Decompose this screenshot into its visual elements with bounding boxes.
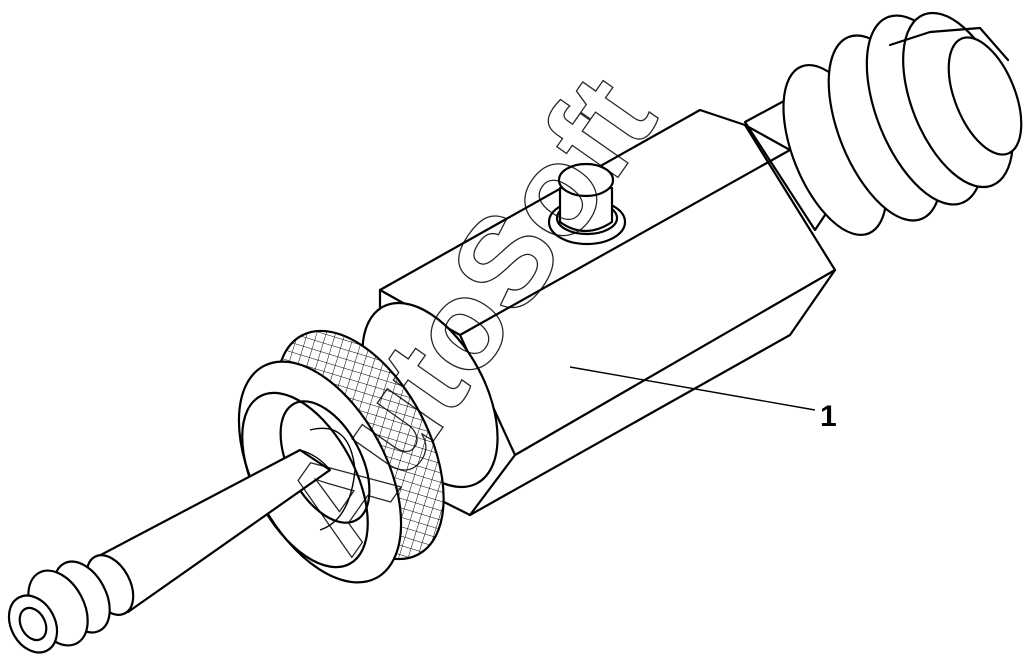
barbed-hose-nipple — [743, 11, 1023, 237]
callout-leader-line — [569, 366, 816, 411]
small-barbed-end — [7, 554, 135, 654]
callout-1: 1 — [569, 366, 837, 433]
callout-number: 1 — [820, 400, 837, 433]
valve-pin — [547, 162, 627, 246]
knurled-coupling-nut — [237, 329, 445, 584]
